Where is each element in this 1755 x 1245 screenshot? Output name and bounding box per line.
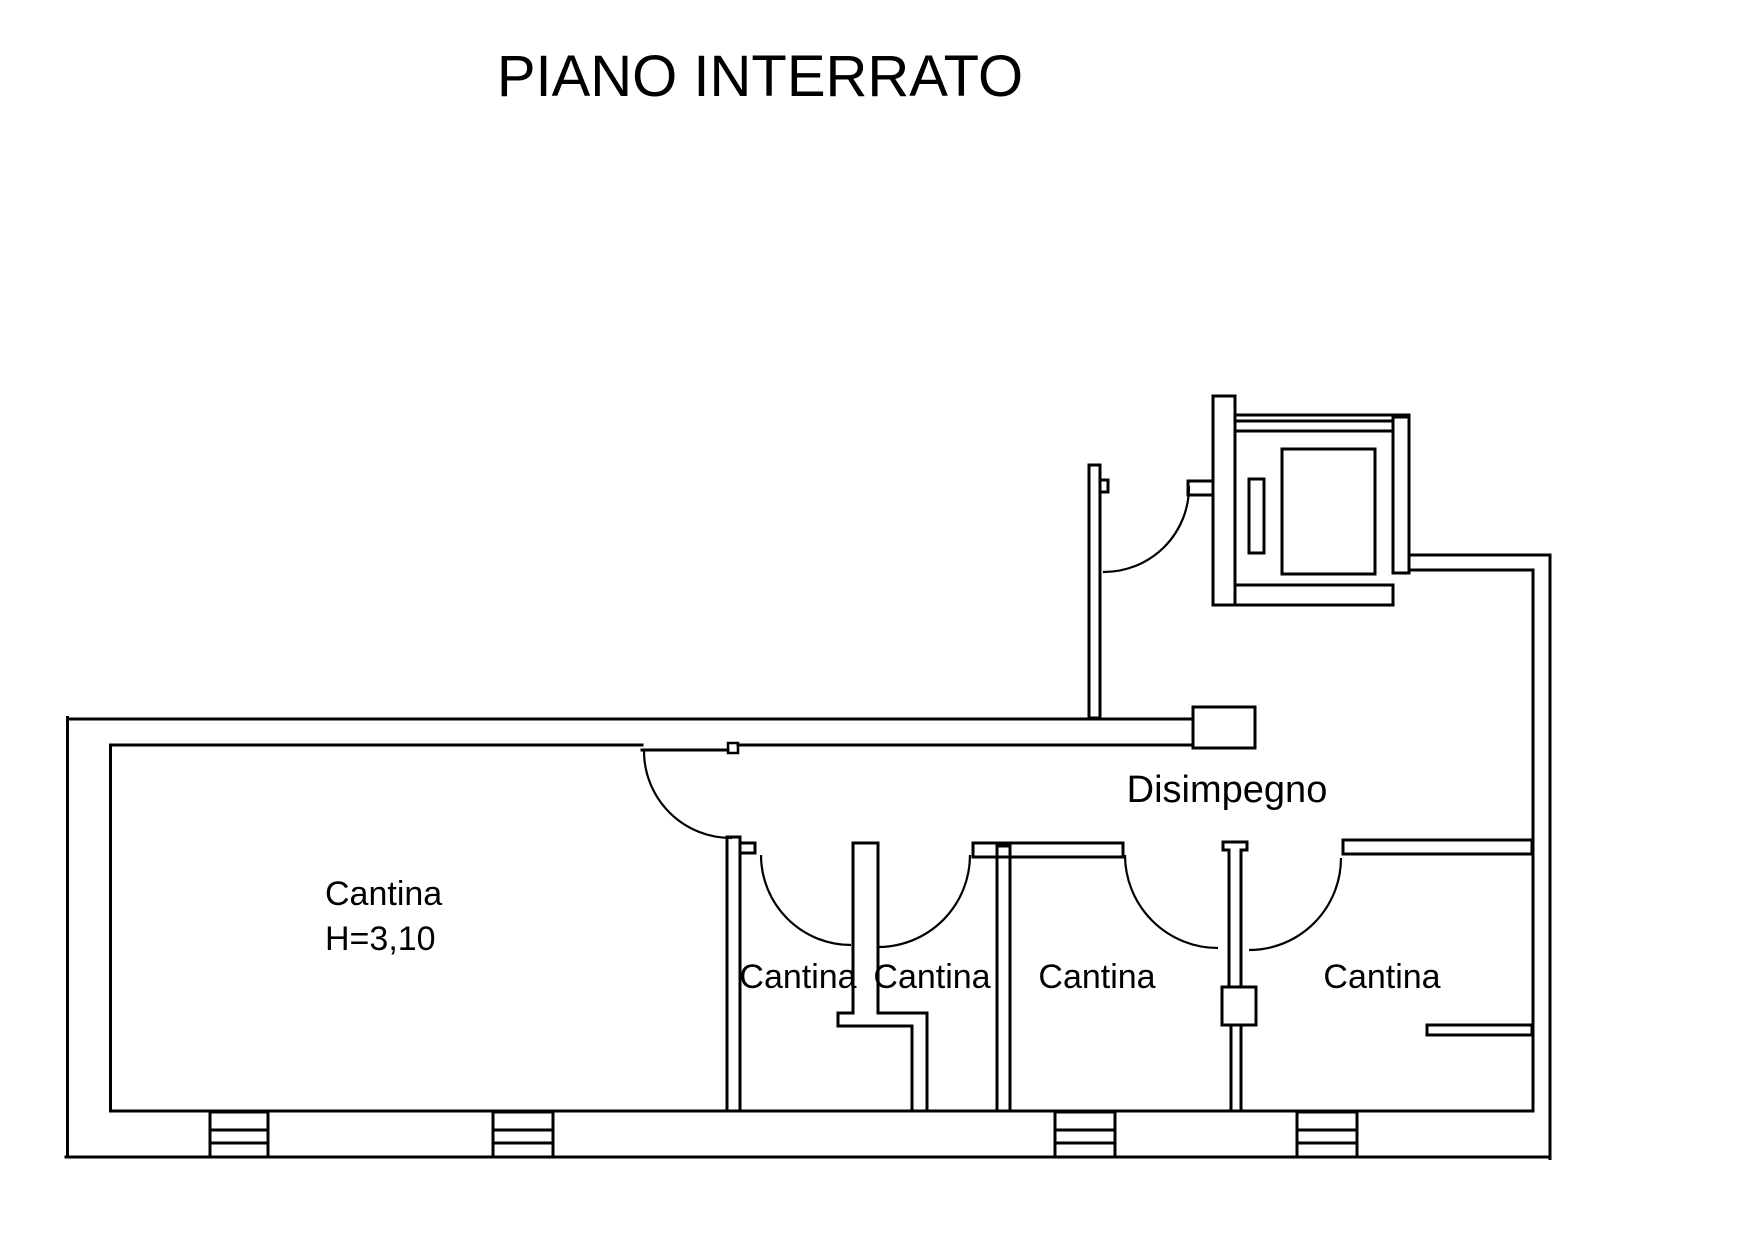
label-disimpegno: Disimpegno <box>1127 769 1328 811</box>
door-arc-cantina-1 <box>759 854 852 947</box>
door-arc-cantina-3 <box>1123 854 1219 950</box>
elevator-door-panel <box>1247 477 1266 555</box>
wall-2 <box>836 841 929 1113</box>
cantina-large-door <box>640 741 740 840</box>
interior-walls <box>725 835 1534 1113</box>
label-cantina-2: Cantina <box>873 958 990 996</box>
label-cantina-1: Cantina <box>739 958 856 996</box>
door-arc-cantina-4 <box>1248 857 1343 952</box>
label-cantina-large-height: H=3,10 <box>325 920 436 958</box>
wall-4-upper <box>1221 840 1249 989</box>
shaft-door-jamb <box>1186 479 1215 497</box>
door-swing-arc <box>642 749 733 840</box>
corridor-wall-band-1 <box>971 841 1125 859</box>
windows <box>208 1110 1359 1159</box>
elevator <box>1087 394 1411 720</box>
window-3 <box>1053 1110 1117 1159</box>
labels: PIANO INTERRATO Disimpegno Cantina H=3,1… <box>325 44 1441 996</box>
window-4 <box>1295 1110 1359 1159</box>
niche-wall <box>1425 1023 1534 1037</box>
vestibule-wall <box>1087 463 1102 720</box>
vestibule-wall-notch <box>1098 478 1110 494</box>
shaft-right-wall <box>1391 415 1411 575</box>
window-1 <box>208 1110 270 1159</box>
elevator-car <box>1280 447 1377 576</box>
shaft-bottom-wall <box>1233 583 1395 607</box>
label-cantina-3: Cantina <box>1038 958 1155 996</box>
wall-1-jamb <box>738 841 757 855</box>
page-title: PIANO INTERRATO <box>497 44 1023 109</box>
door-jamb <box>726 741 740 755</box>
vestibule-door-arc <box>1102 485 1191 574</box>
label-cantina-4: Cantina <box>1323 958 1440 996</box>
shaft-left-wall <box>1211 394 1237 607</box>
corridor-wall-band-2 <box>1341 838 1534 856</box>
wall-3 <box>995 844 1012 1113</box>
wall-1 <box>725 835 742 1113</box>
wall-4-lower <box>1229 1023 1243 1113</box>
label-cantina-large: Cantina <box>325 875 442 913</box>
wall-4-box <box>1220 985 1258 1027</box>
window-2 <box>491 1110 555 1159</box>
cantina-doors <box>759 854 1343 952</box>
door-arc-cantina-2 <box>877 854 972 949</box>
exterior-walls <box>64 553 1552 1160</box>
wall-end-cap <box>1191 705 1257 750</box>
